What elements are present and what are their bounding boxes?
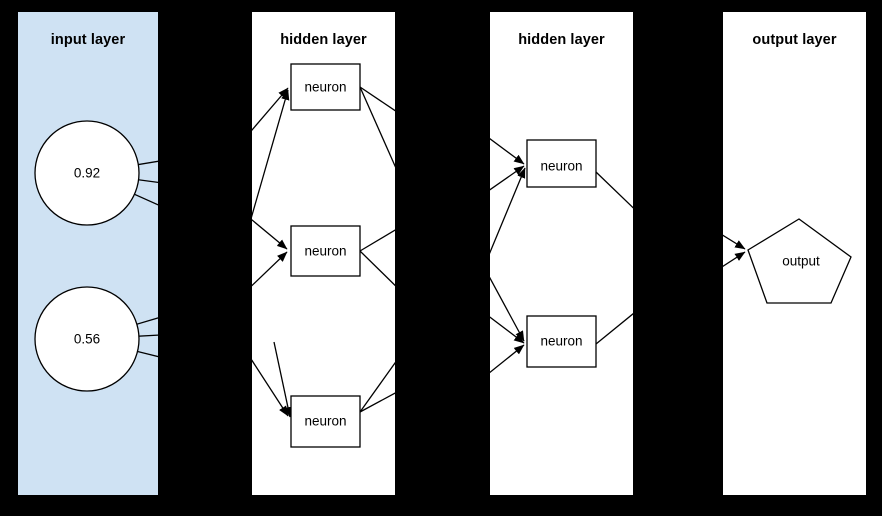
hidden-layer-2-graphics	[490, 138, 633, 374]
input-layer-graphics	[34, 120, 158, 392]
layer-title-hidden-2: hidden layer	[518, 32, 605, 48]
hidden2-neuron-label-1: neuron	[540, 158, 583, 174]
hidden2-neuron-label-2: neuron	[540, 333, 583, 349]
layer-title-hidden-1: hidden layer	[280, 32, 367, 48]
input-node-label-2: 0.56	[73, 331, 101, 347]
layer-input[interactable]: input layer 0.92 0.56	[18, 12, 158, 495]
hidden1-neuron-label-2: neuron	[304, 243, 347, 259]
hidden1-neuron-label-1: neuron	[304, 79, 347, 95]
input-node-label-1: 0.92	[73, 165, 101, 181]
layer-hidden-2[interactable]: hidden layer neuron neuron	[490, 12, 633, 495]
layer-title-input: input layer	[50, 32, 126, 48]
hidden1-neuron-label-3: neuron	[304, 413, 347, 429]
output-node-label: output	[782, 253, 820, 269]
layer-output[interactable]: output layer output	[723, 12, 866, 495]
layer-hidden-1[interactable]: hidden layer	[252, 12, 395, 495]
layer-title-output: output layer	[752, 32, 837, 48]
